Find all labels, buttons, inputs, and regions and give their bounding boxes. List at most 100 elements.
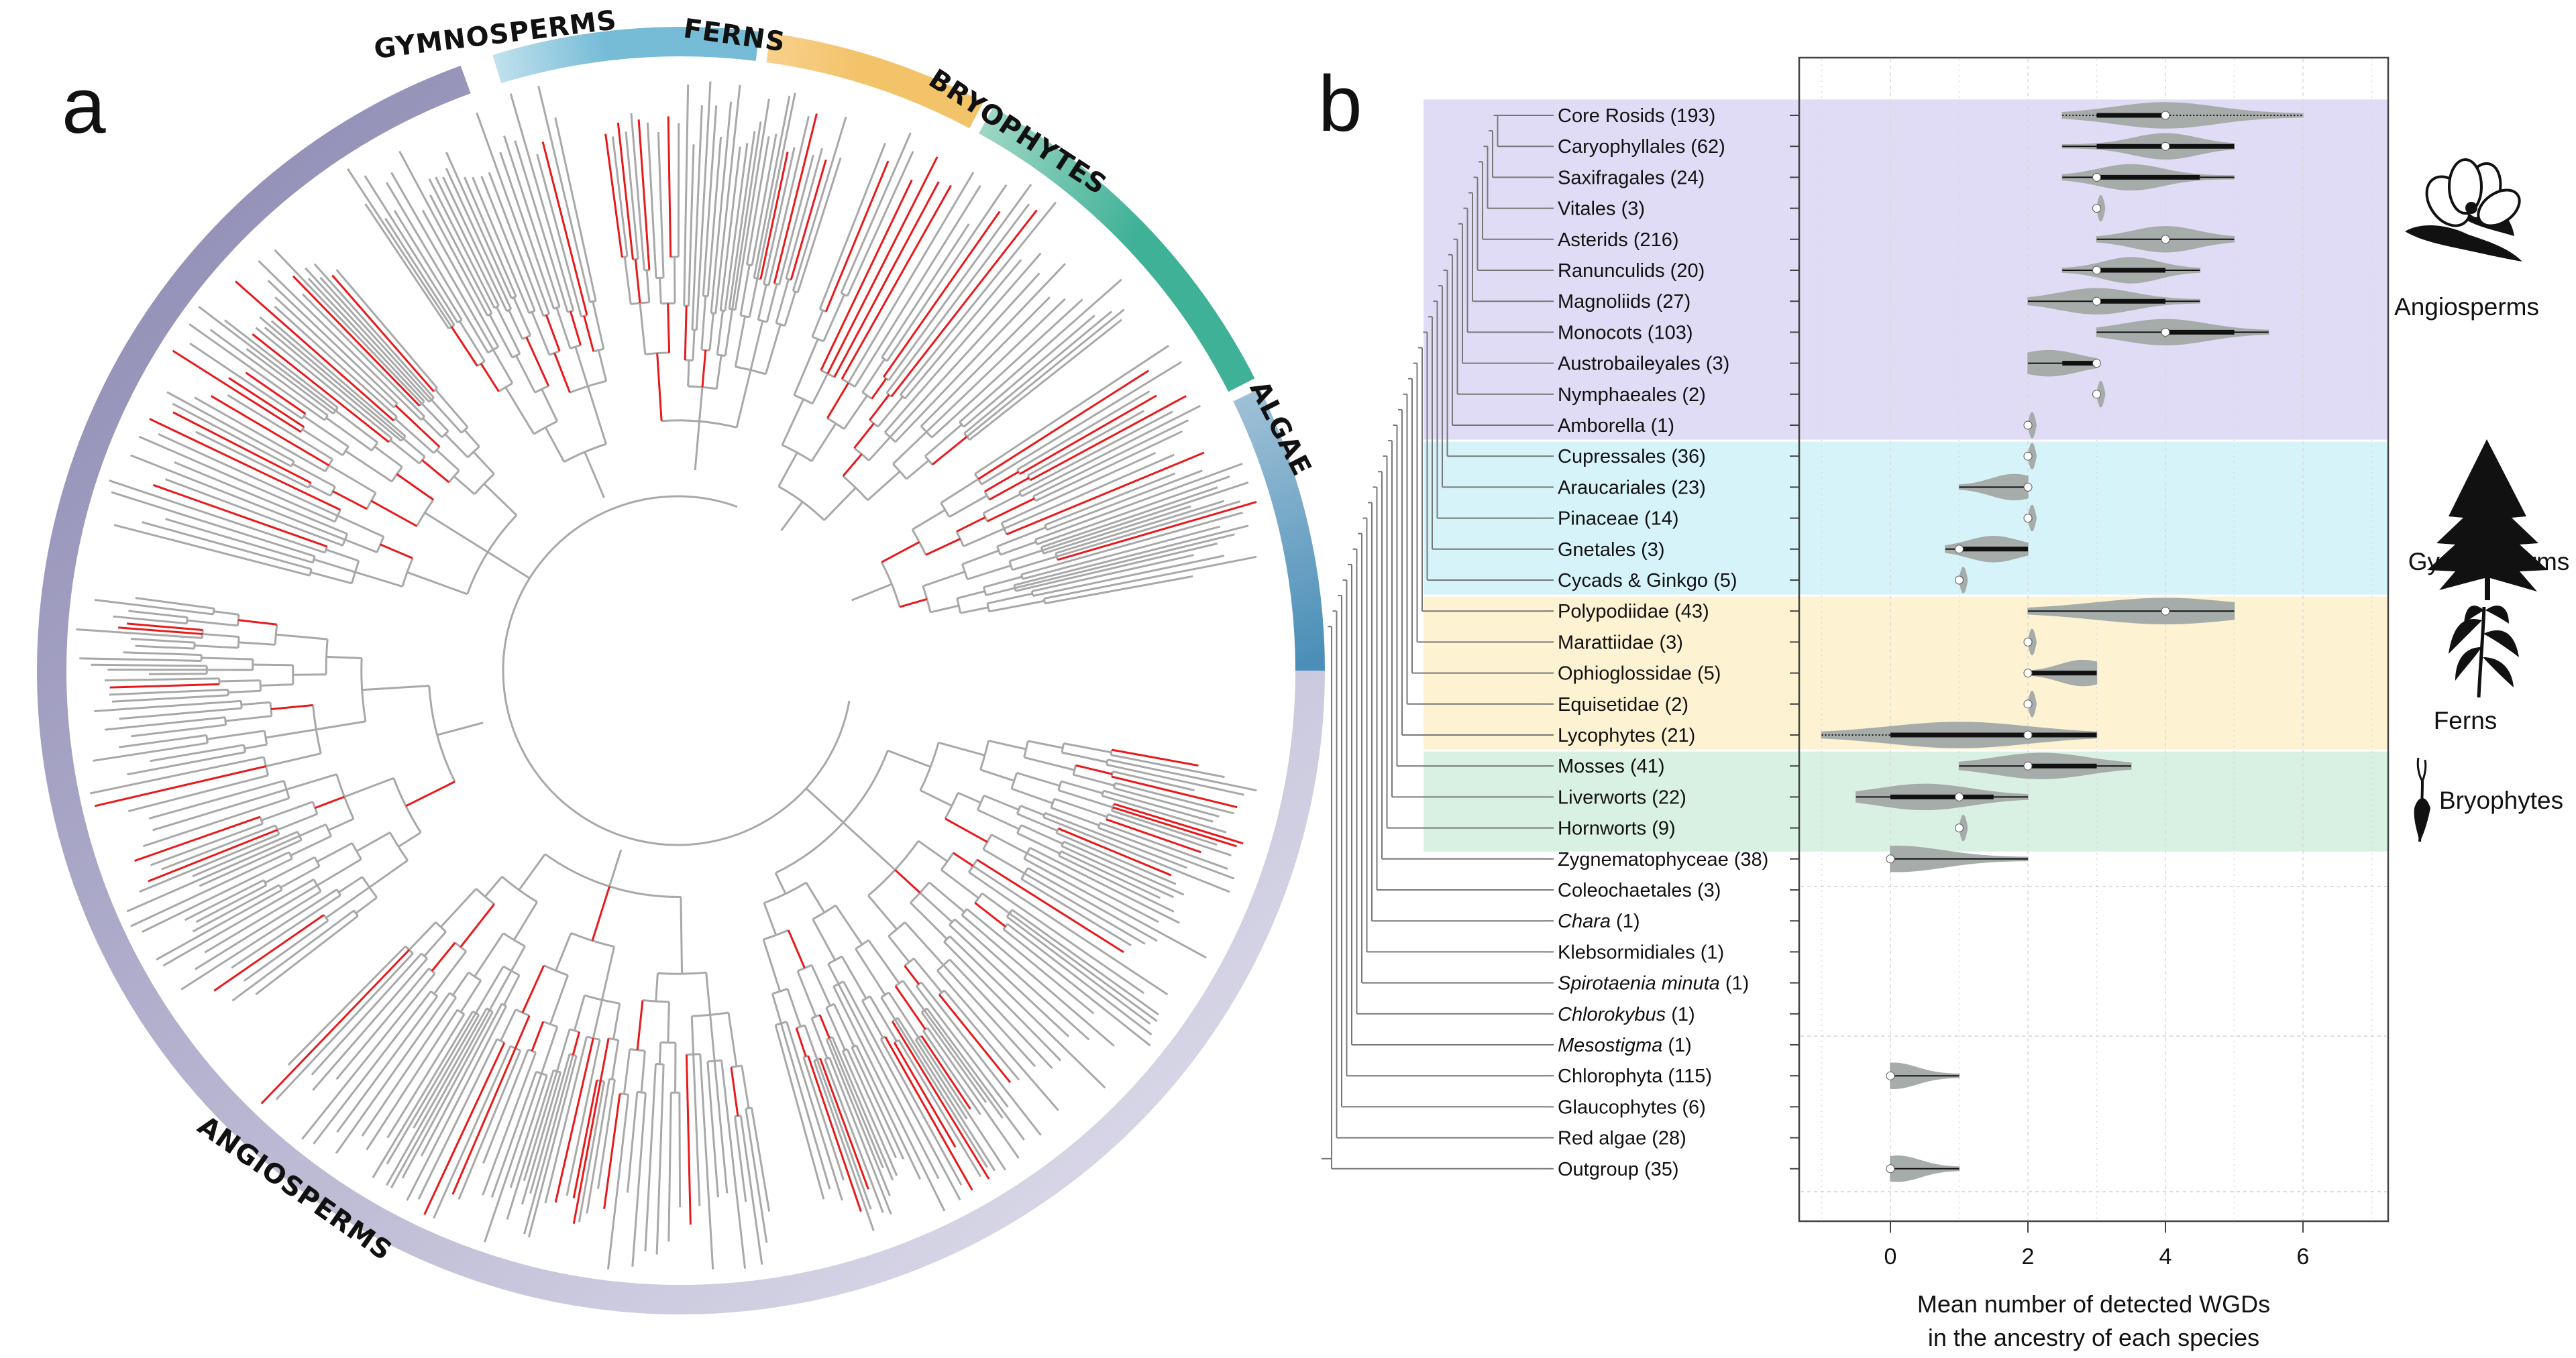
tree-branch (920, 789, 927, 795)
tree-stem (886, 1007, 896, 1021)
tree-stem (636, 1022, 642, 1050)
tree-tip-branch (305, 267, 423, 394)
panel-a: a GYMNOSPERMS FERNS BRYOPHYTES ALGAE ANG… (37, 5, 1325, 1314)
tree-branch (1042, 545, 1057, 552)
tree-branch (219, 622, 238, 627)
tree-stem (658, 1050, 661, 1064)
tree-tip-branch (686, 1067, 692, 1225)
tree-tip-branch (1069, 575, 1193, 600)
tree-tip-branch (927, 1021, 987, 1103)
tree-branch (793, 371, 806, 396)
tree-branch (840, 285, 846, 294)
tree-branch (855, 1045, 866, 1064)
tree-tip-branch (150, 748, 219, 762)
violin-median (1886, 1071, 1895, 1080)
tree-stem (309, 484, 323, 493)
violin-median (2023, 420, 2033, 430)
tree-tip-branch (835, 1072, 892, 1214)
tree-branch (930, 609, 940, 614)
tree-stem (810, 1041, 818, 1060)
tree-branch (443, 316, 453, 328)
tree-stem (994, 575, 1022, 585)
tree-tip-branch (1047, 856, 1180, 924)
tree-branch (825, 1007, 838, 1032)
tree-stem (521, 984, 536, 1013)
tree-tip-branch (572, 1096, 599, 1224)
tree-tip-branch (606, 1117, 627, 1270)
tree-tip-branch (844, 184, 952, 374)
tree-branch (688, 281, 691, 306)
tree-stem (667, 303, 670, 332)
tree-branch (318, 415, 325, 421)
tree-stem (362, 686, 409, 691)
tree-tip-branch (962, 972, 1053, 1070)
panel-b-letter: b (1318, 60, 1362, 148)
tree-tip-branch (813, 1074, 862, 1212)
tree-branch (518, 1049, 529, 1074)
taxon-label: Vitales (3) (1558, 199, 1645, 220)
tree-tip-branch (161, 833, 253, 870)
tree-tip-branch (335, 1004, 442, 1154)
tree-tip-branch (445, 168, 505, 294)
tree-branch (297, 885, 318, 898)
tree-branch (1044, 598, 1071, 605)
tree-stem (699, 387, 704, 414)
tree-tip-branch (1041, 430, 1183, 499)
tree-tip-branch (189, 323, 320, 417)
tree-tip-branch (667, 116, 672, 232)
tree-branch (252, 824, 276, 836)
tree-stem (848, 394, 868, 422)
tree-tip-branch (980, 870, 1169, 996)
tree-stem (938, 604, 959, 612)
tree-branch (290, 478, 309, 489)
tree-branch (823, 513, 831, 521)
tree-branch (854, 364, 869, 388)
tree-branch (894, 1019, 905, 1035)
tree-branch (390, 859, 409, 873)
tree-branch (980, 769, 992, 775)
tree-branch (1044, 593, 1065, 600)
tree-branch (851, 1047, 863, 1069)
tree-stem (1086, 756, 1108, 763)
violin-median (2161, 327, 2170, 337)
taxon-label: Magnoliids (27) (1558, 291, 1690, 313)
tree-branch (790, 270, 795, 280)
tree-branch (191, 734, 207, 738)
tree-branch (708, 327, 713, 351)
tree-branch (974, 467, 985, 475)
tree-branch (1111, 775, 1126, 781)
tree-branch (555, 1072, 562, 1087)
tree-branch (255, 756, 264, 760)
tree-tip-branch (983, 345, 1169, 469)
tree-branch (563, 1054, 571, 1075)
tree-stem (444, 433, 457, 446)
tree-branch (598, 420, 607, 445)
tree-branch (987, 510, 1010, 522)
tree-tip-branch (105, 677, 204, 682)
tree-branch (1012, 565, 1025, 571)
tree-stem (743, 1076, 750, 1109)
tree-branch (304, 552, 315, 557)
tree-branch (983, 583, 995, 588)
tree-tip-branch (754, 1130, 771, 1212)
tree-branch (555, 343, 561, 351)
tree-stem (573, 1007, 582, 1031)
tree-branch (906, 470, 917, 480)
tree-branch (618, 235, 623, 258)
tree-tip-branch (172, 349, 289, 425)
tree-branch (583, 278, 591, 302)
tree-stem (495, 306, 511, 333)
tree-branch (1063, 742, 1080, 748)
tree-branch (321, 441, 343, 457)
tree-tip-branch (105, 718, 209, 731)
tree-tip-branch (696, 81, 712, 324)
tree-tip-branch (824, 179, 913, 362)
tree-stem (1081, 796, 1114, 809)
tree-stem (1002, 592, 1033, 602)
tree-stem (873, 436, 892, 455)
tree-stem (755, 321, 764, 349)
angiosperm-flower-icon (2405, 158, 2522, 262)
tree-branch (943, 941, 962, 960)
tree-tip-branch (267, 280, 382, 389)
tree-tip-branch (1036, 394, 1157, 465)
